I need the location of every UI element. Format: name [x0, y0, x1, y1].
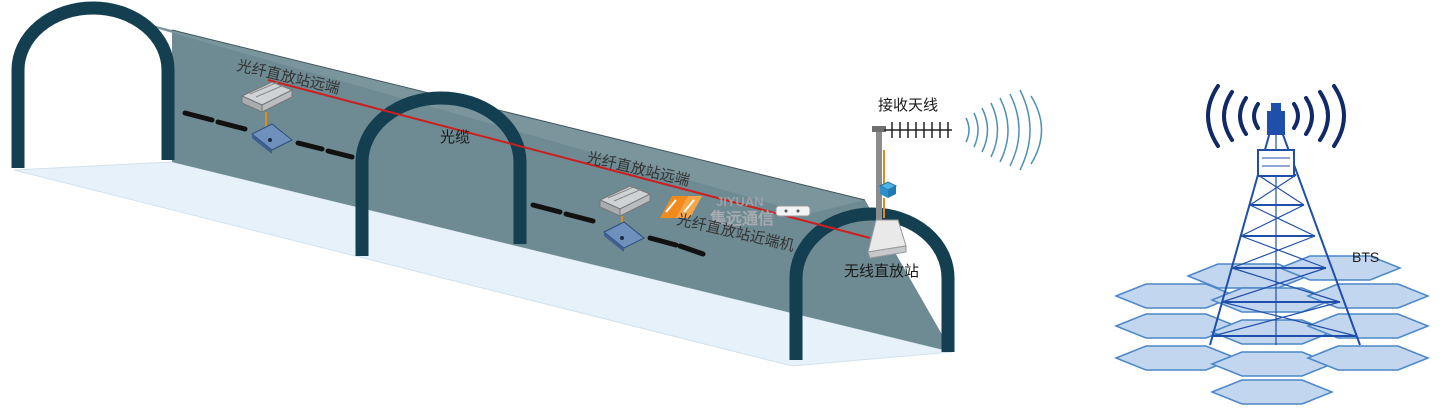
watermark-logo: JIYUAN 集远通信 — [660, 194, 811, 228]
fiber-optic-line — [267, 79, 871, 239]
cable-segment — [563, 211, 596, 224]
tunnel-back-wall — [172, 30, 952, 352]
bts-tower — [1209, 103, 1361, 346]
label-wireless-repeater: 无线直放站 — [844, 262, 919, 280]
fiber-repeater-remote-unit-2 — [598, 185, 652, 252]
cable-segment — [325, 148, 355, 160]
tunnel — [11, 1, 955, 367]
antenna-pole — [876, 128, 882, 220]
cable-segment — [182, 110, 215, 123]
cable-segment — [295, 140, 325, 152]
yagi-antenna-icon — [884, 122, 952, 138]
radio-wave-icon — [965, 89, 1043, 171]
tunnel-arch-exit — [789, 207, 955, 360]
cable-segment — [647, 235, 679, 248]
tunnel-arch-middle — [355, 91, 527, 256]
label-receive-antenna: 接收天线 — [878, 96, 938, 114]
tunnel-arch-entrance — [11, 1, 175, 168]
wireless-repeater-station — [867, 122, 952, 259]
cellular-coverage-grid — [1113, 255, 1431, 405]
cable-segment — [677, 243, 706, 257]
watermark-chinese: 集远通信 — [709, 209, 774, 228]
watermark-latin: JIYUAN — [716, 194, 764, 209]
hex-cell — [1305, 345, 1431, 371]
hex-cell — [1305, 283, 1431, 309]
cable-segment — [215, 119, 248, 132]
bts-signal-icon — [1206, 84, 1346, 148]
label-bts: BTS — [1352, 249, 1379, 265]
fiber-repeater-remote-unit-1 — [240, 81, 294, 154]
hex-cell — [1209, 379, 1335, 405]
tunnel-ceiling-edge — [171, 29, 866, 201]
cable-segment — [530, 202, 563, 215]
leaky-cable-segments — [182, 110, 706, 257]
label-fiber-cable: 光缆 — [440, 128, 470, 146]
near-end-unit-device — [775, 205, 811, 217]
